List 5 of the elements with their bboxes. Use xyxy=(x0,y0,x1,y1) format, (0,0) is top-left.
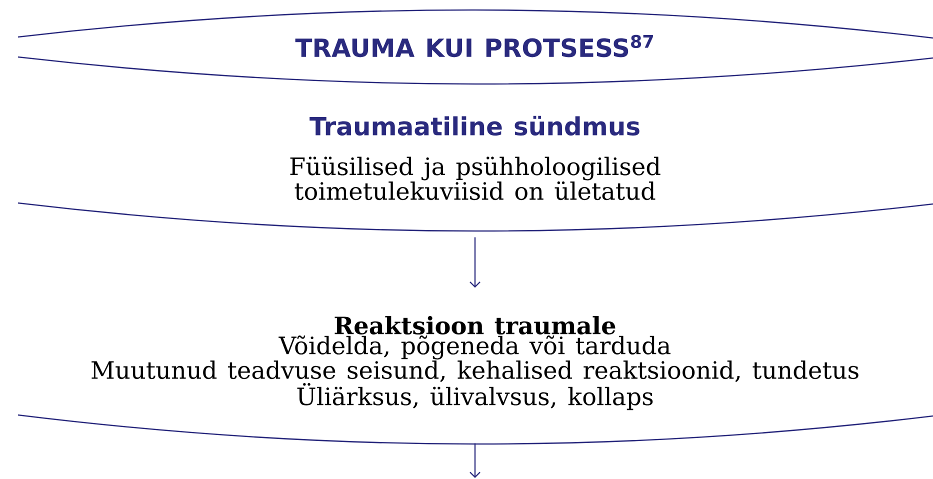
reaction-band: Reaktsioon traumale Võidelda, põgeneda või tarduda Muutunud teadvuse seisund, kehalised reaktsioonid, tundetus Üliärksus, ülivalvsus, kollaps xyxy=(18,316,933,445)
arrow xyxy=(470,237,480,288)
event-band: Traumaatiline sündmus Füüsilised ja psühholoogilised toimetulekuviisid on ületatud xyxy=(18,116,933,232)
title-band: TRAUMA KUI PROTSESS$^{87}$ xyxy=(18,9,933,85)
arrow xyxy=(470,443,480,478)
